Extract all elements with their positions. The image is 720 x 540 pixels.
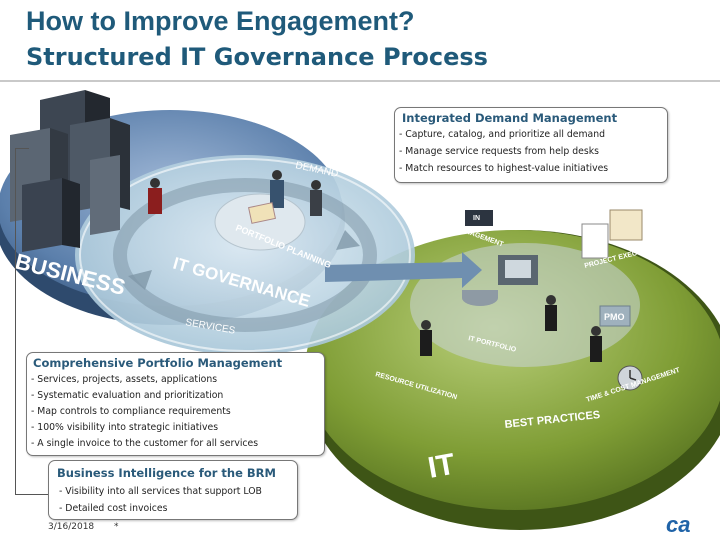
list-item: - Manage service requests from help desk…	[399, 146, 599, 157]
list-item: - Map controls to compliance requirement…	[31, 406, 231, 417]
server-equipment-icon	[462, 255, 538, 306]
business-intelligence-callout: Business Intelligence for the BRM - Visi…	[48, 460, 298, 520]
it-ring	[305, 230, 720, 530]
slide-subtitle: Structured IT Governance Process	[26, 43, 488, 71]
list-item: - Services, projects, assets, applicatio…	[31, 374, 218, 385]
connector-line	[15, 148, 16, 494]
ca-logo-icon: ca	[666, 512, 690, 536]
callout-title: Business Intelligence for the BRM	[57, 466, 276, 480]
governance-diagram: BUSINESS IT IT GOVERNANCE DEMAND SERVICE…	[0, 90, 720, 530]
callout-title: Comprehensive Portfolio Management	[33, 356, 283, 370]
title-divider	[0, 80, 720, 82]
it-ring-label: IT	[425, 448, 457, 485]
footer-slide-marker: *	[114, 522, 119, 532]
slide-title: How to Improve Engagement?	[26, 6, 415, 36]
city-buildings-icon	[10, 90, 130, 252]
connector-line	[15, 148, 29, 149]
people-figures-icon	[148, 170, 602, 362]
clock-icon	[617, 365, 643, 391]
logo-text: ca	[666, 512, 690, 536]
portfolio-management-callout: Comprehensive Portfolio Management - Ser…	[26, 352, 325, 456]
list-item: - Systematic evaluation and prioritizati…	[31, 390, 224, 401]
list-item: - Match resources to highest-value initi…	[399, 163, 609, 174]
documents-icon	[248, 202, 643, 327]
list-item: - Capture, catalog, and prioritize all d…	[399, 129, 606, 140]
footer-date: 3/16/2018	[48, 522, 95, 532]
demand-flow-arrow-icon	[325, 252, 482, 288]
connector-line	[15, 494, 48, 495]
demand-management-callout: Integrated Demand Management - Capture, …	[394, 107, 668, 183]
pmo-label: PMO	[604, 312, 625, 322]
list-item: - 100% visibility into strategic initiat…	[31, 422, 219, 433]
in-label: IN	[473, 215, 480, 222]
list-item: - Visibility into all services that supp…	[59, 486, 262, 497]
list-item: - A single invoice to the customer for a…	[31, 438, 259, 449]
callout-title: Integrated Demand Management	[402, 111, 618, 125]
list-item: - Detailed cost invoices	[59, 503, 168, 514]
